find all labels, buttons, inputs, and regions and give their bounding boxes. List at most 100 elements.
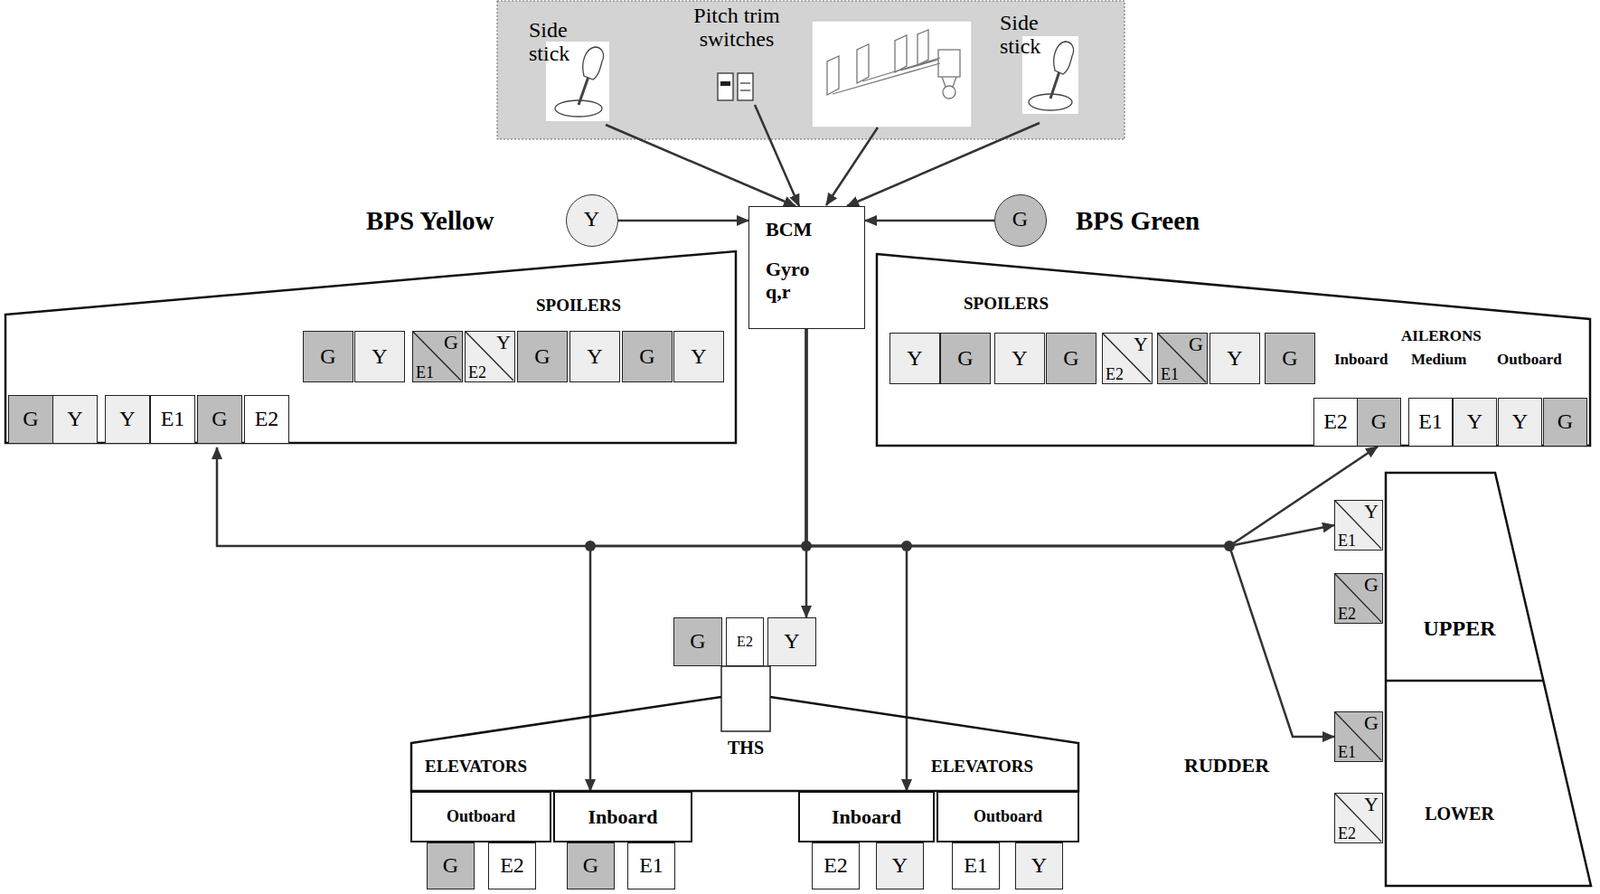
text-slot: G	[1188, 334, 1204, 355]
text-slot: Outboard	[1496, 350, 1563, 369]
node-text: E2	[823, 853, 848, 879]
pedal	[894, 35, 907, 73]
node-text: Y	[783, 629, 800, 655]
node-text: G	[639, 344, 655, 370]
signal-line	[806, 329, 1335, 546]
pedal-mechanism	[942, 85, 956, 99]
node-text: E2	[468, 364, 487, 381]
text-slot: ELEVATORS	[931, 756, 1034, 777]
node-text: Y	[1133, 334, 1149, 355]
pedal	[917, 29, 929, 66]
node-text: E2	[736, 633, 753, 650]
stick-grip	[583, 47, 604, 80]
node-text: Y	[1467, 409, 1483, 435]
text-slot: E2	[1337, 605, 1356, 622]
signal-line	[605, 124, 796, 207]
actuator-box: Y	[1497, 397, 1543, 447]
node-text: Y	[586, 344, 603, 370]
wing-outline: SPOILERSGYGE1YE2GYGYGYYE1GE2	[4, 250, 737, 448]
actuator-box: E2	[811, 842, 860, 890]
actuator-box: Y	[889, 332, 941, 385]
node-text: Inboard	[587, 805, 658, 829]
actuator-box: G	[940, 332, 991, 385]
trim-switch-icon	[717, 73, 753, 101]
node-text: SPOILERS	[536, 295, 622, 316]
node-text: Y	[1011, 346, 1027, 372]
node-text: G	[1364, 574, 1379, 595]
node-text: Outboard	[446, 807, 516, 827]
pedal-rail	[832, 57, 941, 95]
node-text: Inboard	[1334, 350, 1389, 369]
rudder-section: LOWER	[1384, 792, 1535, 838]
text-slot: Y	[1133, 334, 1149, 355]
split-diagonal	[1335, 500, 1382, 549]
text-slot: Side stick	[528, 18, 585, 66]
actuator-box: G	[197, 395, 243, 444]
switch	[737, 73, 753, 101]
node-text: E1	[415, 364, 434, 381]
split-diagonal	[465, 331, 514, 381]
outline	[1384, 471, 1593, 888]
text-slot: E1	[415, 364, 434, 381]
text-slot: E2	[468, 364, 487, 381]
switch-lever	[720, 81, 731, 86]
elevator-panel: Outboard	[936, 790, 1080, 843]
node-text: G	[22, 406, 38, 433]
outline-shape	[1385, 472, 1591, 886]
actuator-box: G	[1543, 397, 1588, 447]
actuator-box: YE2	[464, 330, 516, 383]
cockpit-panel	[497, 0, 1125, 140]
node-text: RUDDER	[1184, 753, 1270, 777]
outline-shape	[5, 251, 736, 443]
node-text: Y	[1226, 346, 1243, 372]
node-text: E1	[963, 853, 989, 879]
node-text: G	[583, 853, 599, 879]
node-text: E1	[1160, 366, 1179, 383]
node-text: BCM	[765, 217, 812, 241]
node-text: E2	[254, 406, 280, 433]
node-text: G	[1188, 334, 1204, 355]
pedal-mechanism	[941, 76, 957, 87]
elevator-panel: Inboard	[553, 790, 693, 843]
node-text: G	[1281, 346, 1298, 372]
actuator-box: G	[566, 842, 615, 890]
actuator-box: G E2	[1334, 573, 1384, 624]
node-text: ELEVATORS	[424, 756, 528, 777]
node-text: E2	[1323, 409, 1348, 435]
side-stick: Side stick	[994, 7, 1091, 123]
node-text: Outboard	[973, 807, 1043, 827]
text-slot: AILERONS	[1401, 327, 1482, 346]
actuator-box: Y	[354, 330, 405, 383]
signal-line	[806, 329, 1335, 737]
rudder-outline: RUDDERUPPERLOWER	[1384, 471, 1593, 888]
actuator-box: E2	[488, 842, 537, 890]
text-slot: Medium	[1411, 350, 1467, 369]
node-text: ELEVATORS	[931, 756, 1034, 777]
node-text: Y	[371, 344, 387, 370]
node-text: UPPER	[1384, 616, 1535, 642]
node-text: Y	[690, 344, 706, 370]
text-slot: E2	[1337, 825, 1356, 842]
actuator-box: G	[1045, 332, 1097, 385]
text-slot: E1	[1337, 532, 1356, 549]
node-text: E1	[1337, 532, 1356, 549]
actuator-box: Y	[52, 395, 98, 444]
text-slot: THS	[721, 737, 771, 759]
actuator-box: GE1	[412, 330, 463, 383]
node-text: BPS Green	[1075, 206, 1200, 236]
node-text: Outboard	[1496, 350, 1563, 369]
node-text: G	[957, 346, 973, 372]
node-text: E2	[1337, 825, 1356, 842]
text-slot: Pitch trim switches	[687, 3, 787, 52]
rudder-section: UPPER	[1384, 607, 1535, 653]
trim-switch: Pitch trim switches	[687, 3, 787, 105]
elevator-panel: Inboard	[798, 790, 935, 843]
power-supply-circle: GBPS Green	[994, 194, 1047, 247]
text-slot: SPOILERS	[963, 293, 1049, 314]
node-text: Gyro q,r	[765, 257, 824, 304]
actuator-box: E2	[725, 617, 764, 667]
actuator-box: G	[302, 330, 354, 383]
text-slot: SPOILERS	[536, 295, 622, 316]
text-slot: Gyro q,r	[765, 257, 824, 304]
signal-line	[618, 219, 749, 223]
